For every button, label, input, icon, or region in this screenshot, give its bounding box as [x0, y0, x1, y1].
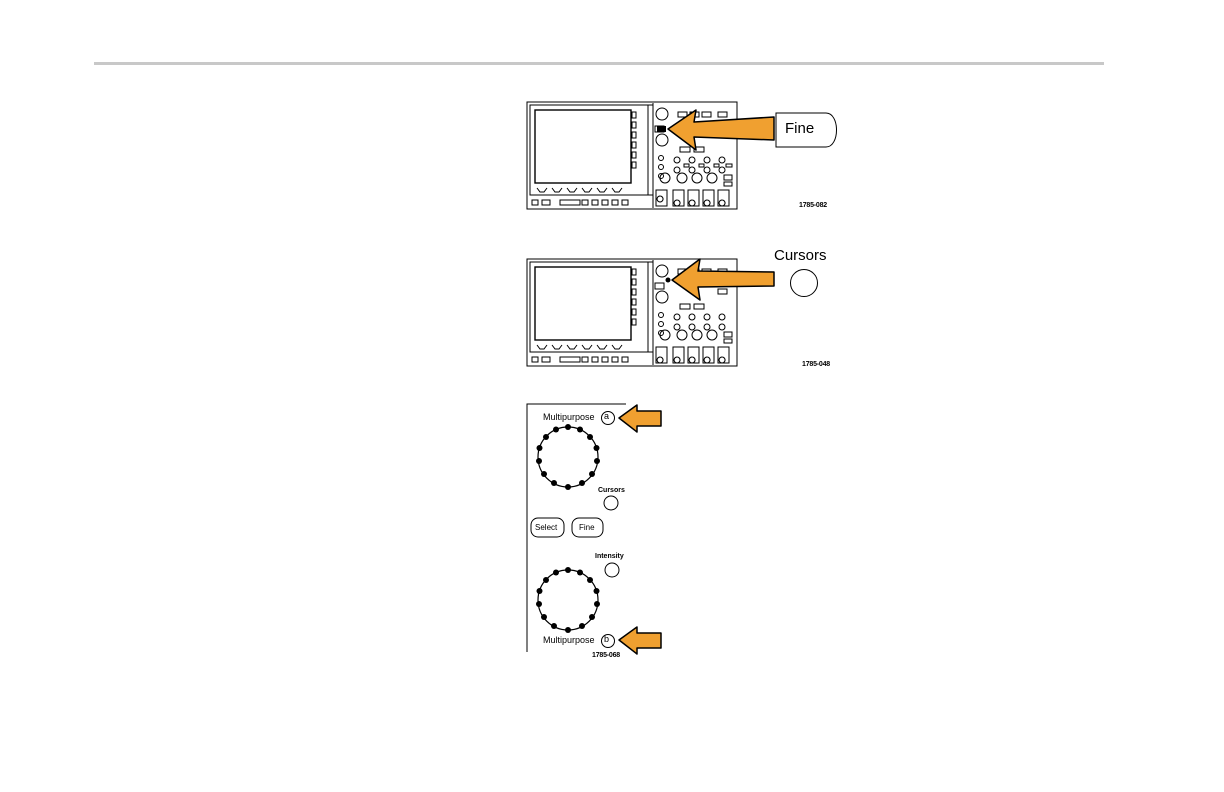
oscilloscope-front-panel-illustration	[520, 246, 840, 376]
figure-multipurpose-knobs: Multipurpose a Cursors Select Fine Inten…	[526, 402, 676, 664]
figure-id: 1785-068	[592, 652, 620, 659]
cursors-label: Cursors	[598, 487, 625, 494]
figure-fine-button: Fine 1785-082	[520, 100, 840, 220]
fine-callout-label: Fine	[785, 120, 814, 137]
multipurpose-b-badge: b	[604, 634, 609, 644]
multipurpose-a-label: Multipurpose	[543, 412, 595, 422]
figure-id: 1785-082	[799, 202, 827, 209]
multipurpose-a-badge: a	[604, 411, 609, 421]
fine-button-label: Fine	[579, 523, 595, 532]
knob-icon	[536, 424, 600, 490]
select-button-label: Select	[535, 523, 557, 532]
intensity-label: Intensity	[595, 553, 624, 560]
cursors-callout-label: Cursors	[774, 247, 827, 264]
knob-icon	[536, 567, 600, 633]
round-button-icon	[791, 270, 818, 297]
header-rule	[94, 62, 1104, 65]
figure-cursors-button: Cursors 1785-048	[520, 246, 840, 376]
intensity-round-button	[605, 563, 619, 577]
multipurpose-panel-illustration	[526, 402, 676, 664]
oscilloscope-front-panel-illustration	[520, 100, 840, 220]
figure-id: 1785-048	[802, 361, 830, 368]
cursors-round-button	[604, 496, 618, 510]
cursors-button-highlight	[666, 278, 671, 283]
arrow-icon	[619, 405, 661, 432]
fine-button-highlight	[657, 126, 666, 132]
arrow-icon	[619, 627, 661, 654]
multipurpose-b-label: Multipurpose	[543, 635, 595, 645]
